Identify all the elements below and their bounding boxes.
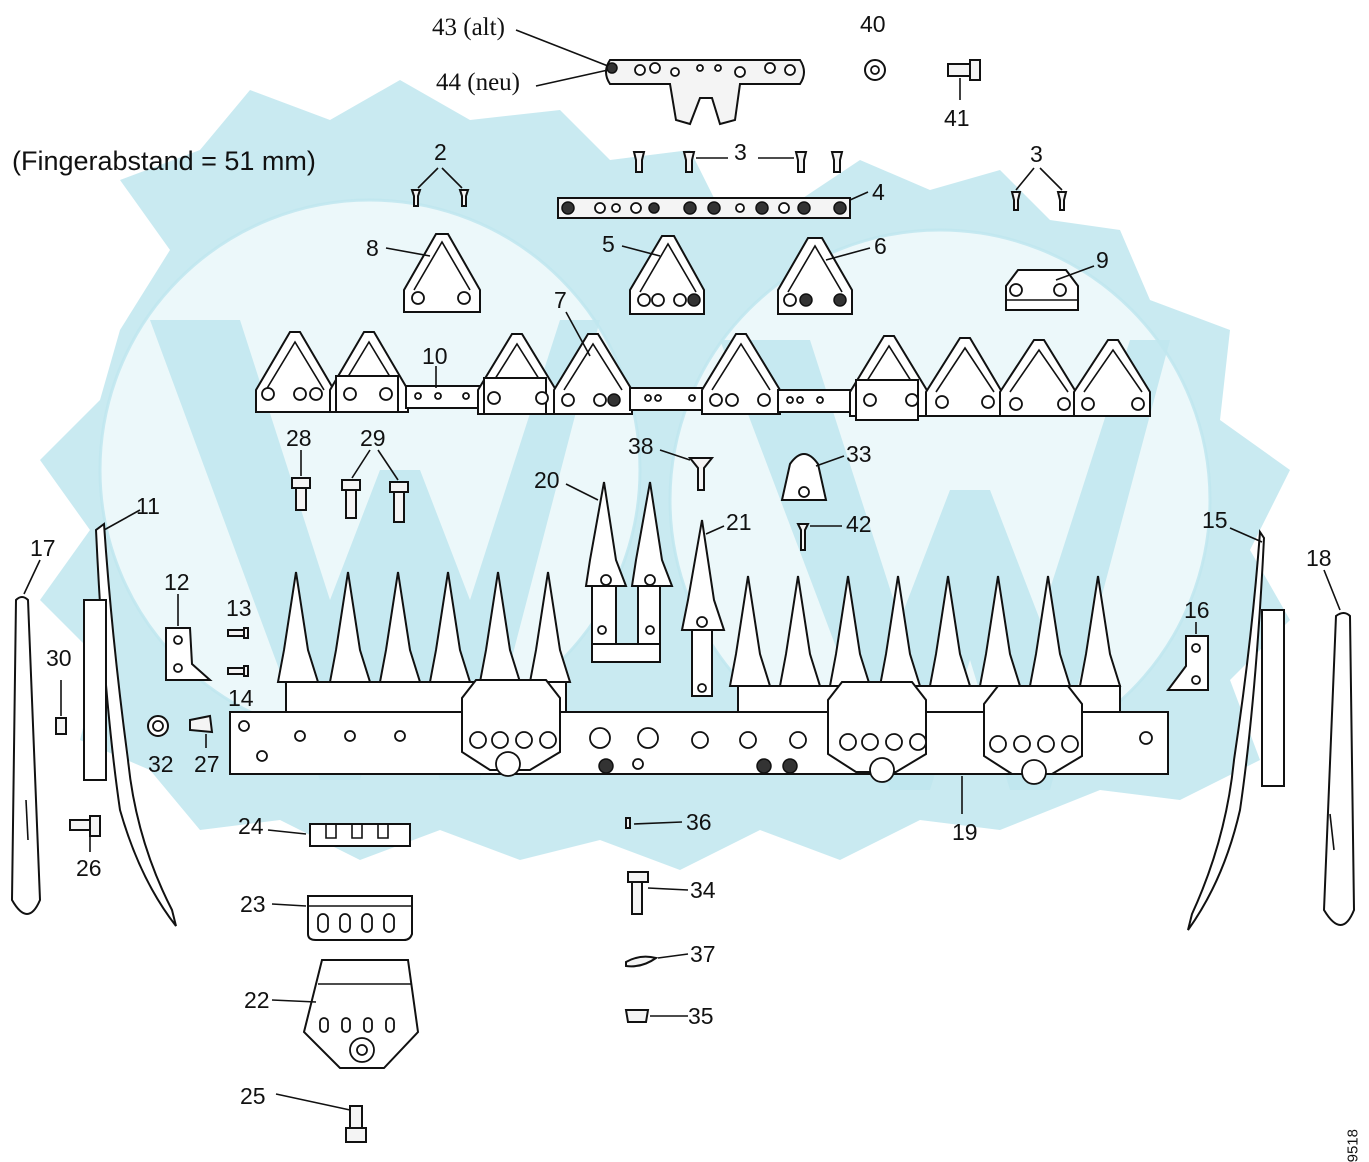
label-6: 6 xyxy=(874,233,887,259)
rivets-3-center xyxy=(632,151,844,173)
bolt-41 xyxy=(947,59,981,100)
plate-12 xyxy=(165,594,213,681)
label-30: 30 xyxy=(46,645,72,671)
right-divider-15 xyxy=(1187,527,1285,931)
knife-section-6 xyxy=(777,237,871,315)
label-34: 34 xyxy=(690,877,716,903)
single-guard-21 xyxy=(680,519,726,697)
label-33: 33 xyxy=(846,441,872,467)
right-divider-point-18 xyxy=(1322,569,1356,926)
label-37: 37 xyxy=(690,941,716,967)
label-28: 28 xyxy=(286,425,312,451)
label-20: 20 xyxy=(534,467,560,493)
label-10: 10 xyxy=(422,343,448,369)
label-42: 42 xyxy=(846,511,872,537)
knife-section-5 xyxy=(621,235,705,315)
knife-section-8 xyxy=(385,233,481,313)
nut-30 xyxy=(55,680,67,735)
label-2: 2 xyxy=(434,139,447,165)
label-35: 35 xyxy=(688,1003,714,1029)
double-guard-20 xyxy=(565,481,674,663)
bolt-25 xyxy=(275,1093,367,1143)
guard-cap-33 xyxy=(780,453,845,501)
bolt-26 xyxy=(69,815,101,852)
label-11: 11 xyxy=(136,493,160,519)
label-43: 43 (alt) xyxy=(432,14,505,41)
label-16: 16 xyxy=(1184,597,1210,623)
bolts-28-29 xyxy=(291,449,409,523)
label-3-center: 3 xyxy=(734,139,747,165)
label-5: 5 xyxy=(602,231,615,257)
label-40: 40 xyxy=(860,11,886,37)
rivets-2 xyxy=(410,167,470,207)
left-divider-point-17 xyxy=(10,559,42,915)
label-29: 29 xyxy=(360,425,386,451)
bolt-38 xyxy=(659,449,715,491)
rivet-42 xyxy=(796,523,842,551)
label-24: 24 xyxy=(238,813,264,839)
rivets-3-right xyxy=(1010,167,1068,211)
label-9: 9 xyxy=(1096,247,1109,273)
label-41: 41 xyxy=(944,105,970,131)
label-14: 14 xyxy=(228,685,254,711)
label-27: 27 xyxy=(194,751,220,777)
label-25: 25 xyxy=(240,1083,266,1109)
plate-16 xyxy=(1166,622,1209,691)
screws-13-14 xyxy=(227,627,249,677)
cutter-bar-assembly-19 xyxy=(229,571,1169,814)
label-18: 18 xyxy=(1306,545,1332,571)
label-23: 23 xyxy=(240,891,266,917)
head-plate-22 xyxy=(271,959,420,1069)
finger-spacing-note: (Fingerabstand = 51 mm) xyxy=(12,146,316,176)
label-17: 17 xyxy=(30,535,56,561)
label-12: 12 xyxy=(164,569,190,595)
label-38: 38 xyxy=(628,433,654,459)
label-7: 7 xyxy=(554,287,567,313)
washer-32 xyxy=(147,715,169,737)
drawing-code: 9518 xyxy=(1344,1129,1361,1162)
label-15: 15 xyxy=(1202,507,1228,533)
clip-9 xyxy=(1005,265,1095,311)
label-36: 36 xyxy=(686,809,712,835)
knife-head-43-44 xyxy=(515,29,805,126)
washer-40 xyxy=(864,59,886,81)
label-21: 21 xyxy=(726,509,752,535)
label-26: 26 xyxy=(76,855,102,881)
left-divider-11 xyxy=(83,509,177,927)
label-8: 8 xyxy=(366,235,379,261)
plate-23 xyxy=(271,895,413,941)
label-3-right: 3 xyxy=(1030,141,1043,167)
assembled-knife-row-7-10 xyxy=(255,311,1151,421)
knife-back-bar-4 xyxy=(557,191,869,219)
label-44: 44 (neu) xyxy=(436,69,520,96)
label-22: 22 xyxy=(244,987,270,1013)
label-4: 4 xyxy=(872,179,885,205)
label-32: 32 xyxy=(148,751,174,777)
small-hardware-34-37 xyxy=(624,817,689,1023)
label-19: 19 xyxy=(952,819,978,845)
clip-24 xyxy=(267,823,411,847)
screw-27 xyxy=(189,714,214,748)
label-13: 13 xyxy=(226,595,252,621)
